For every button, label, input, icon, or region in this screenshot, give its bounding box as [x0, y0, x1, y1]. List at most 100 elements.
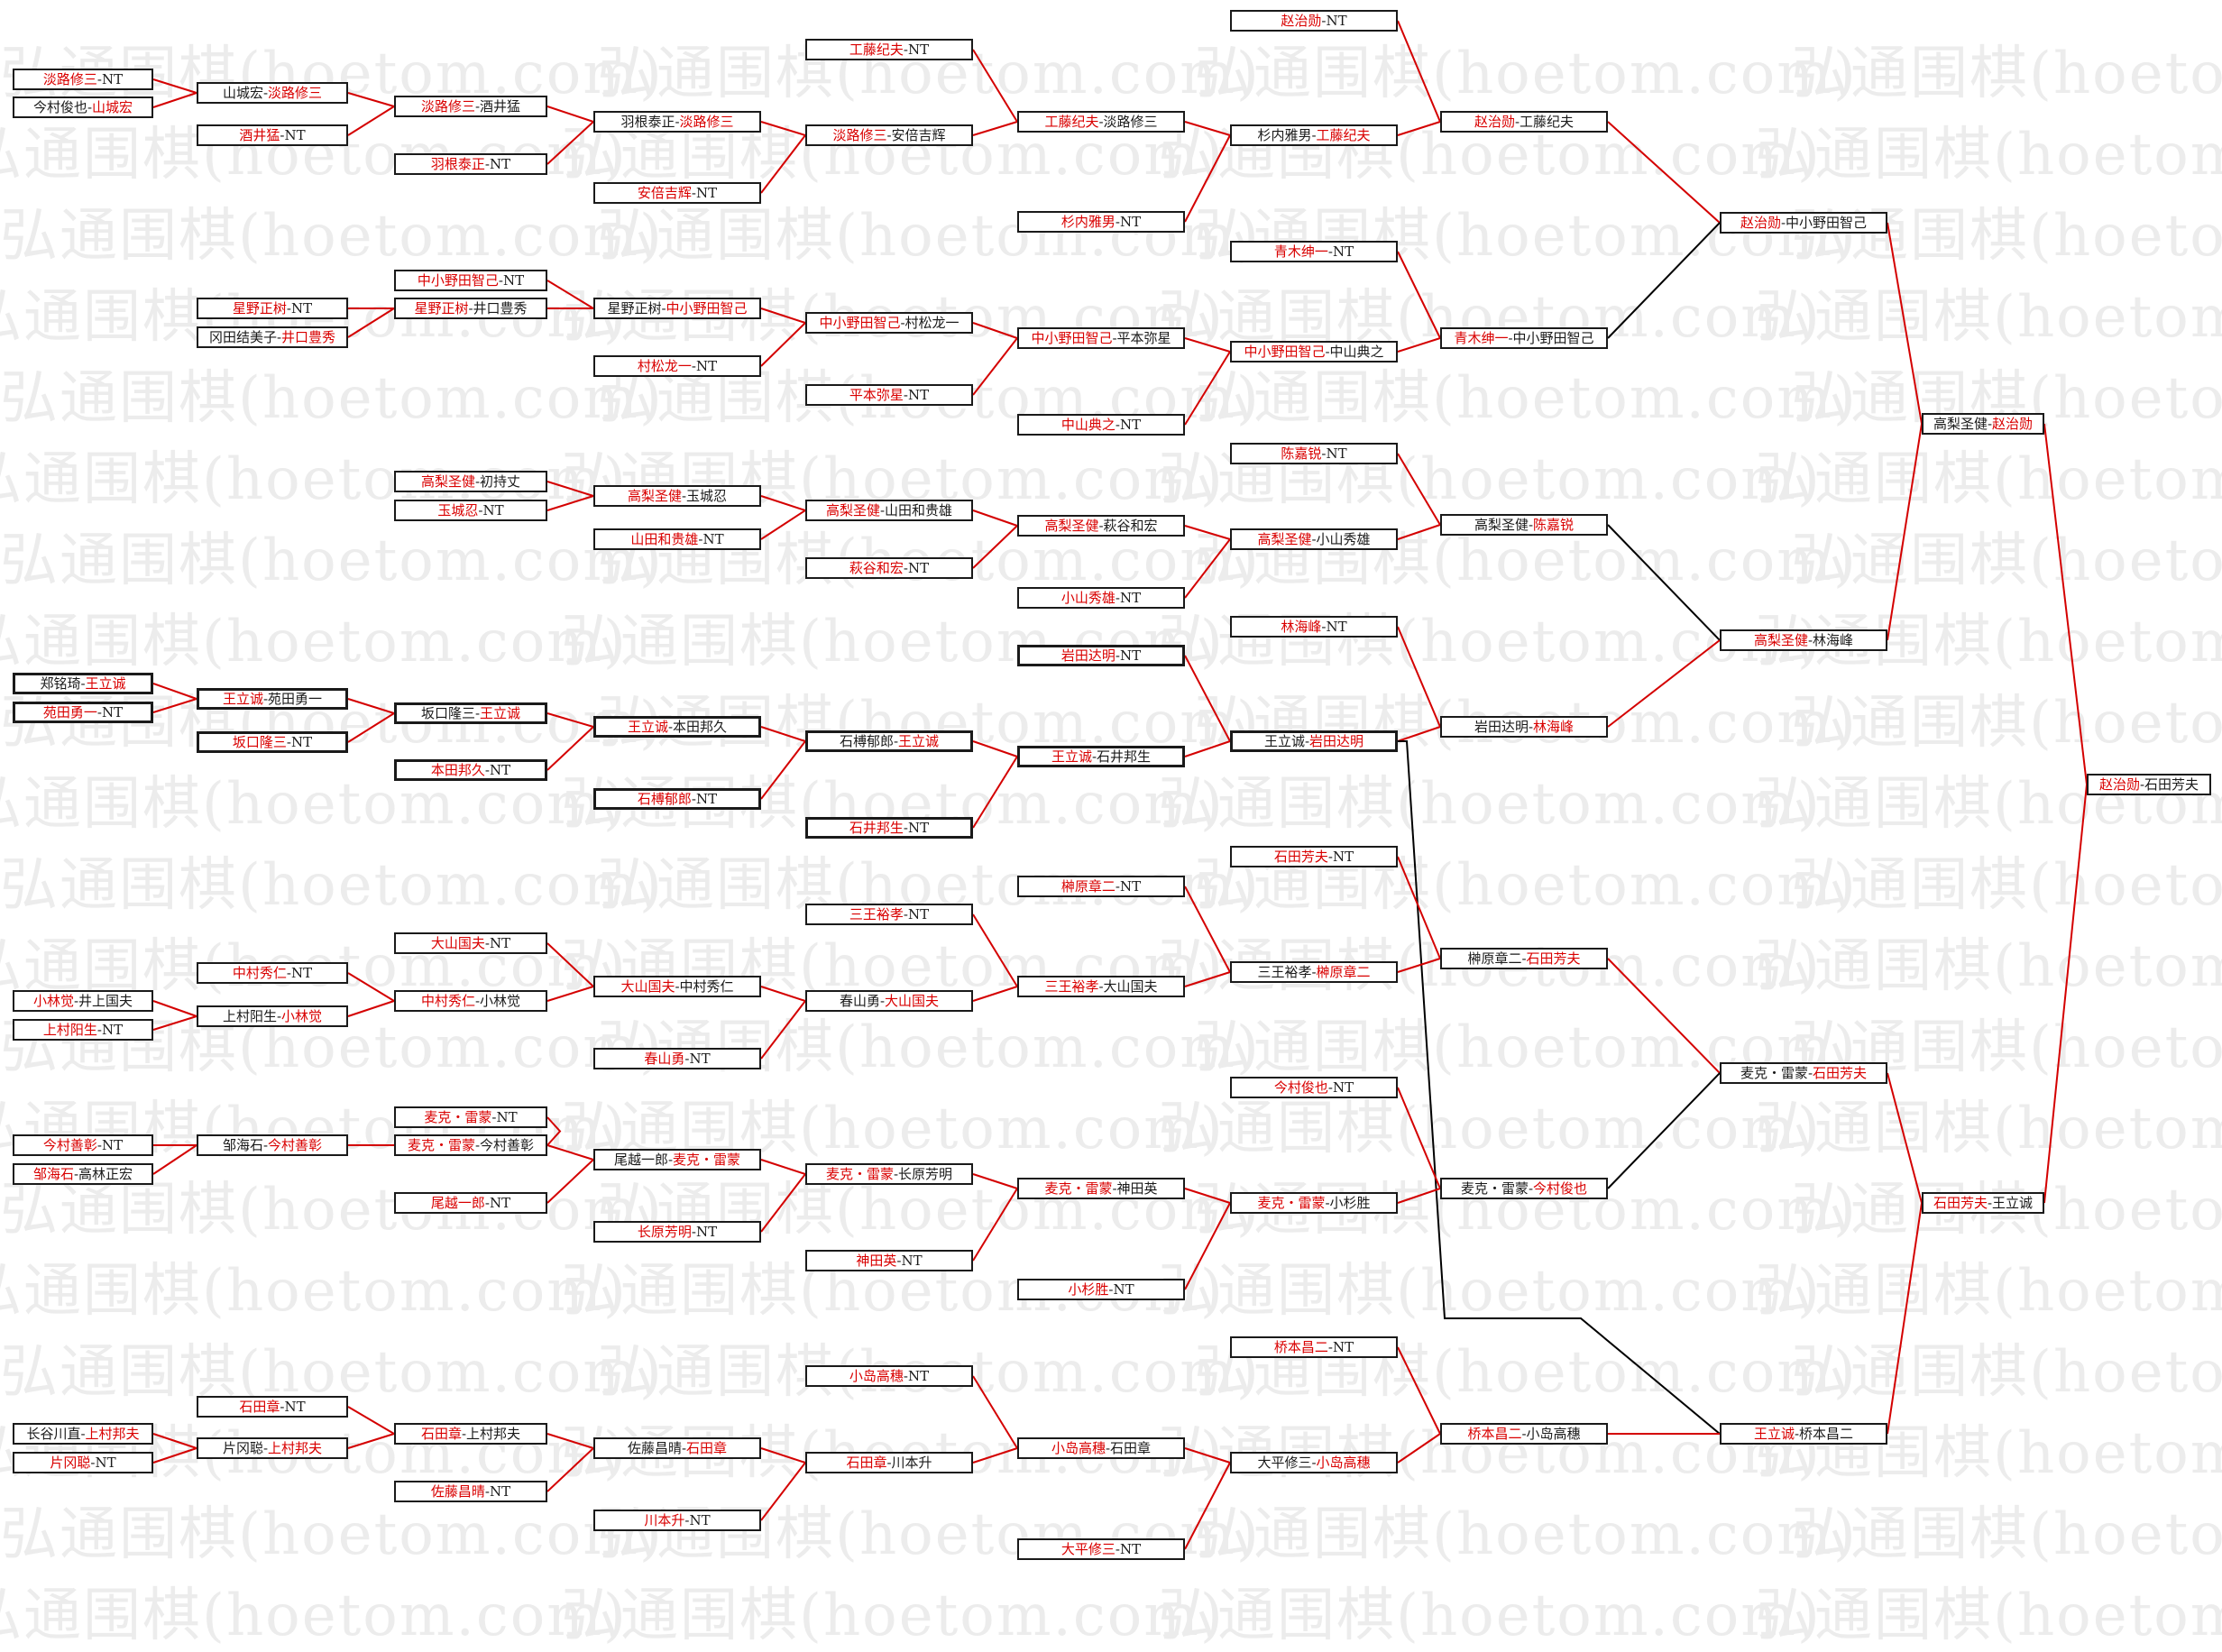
match-text: -NT	[1115, 214, 1142, 230]
winner-name: 淡路修三	[420, 98, 475, 115]
match-box: 石榑郁郎-王立诚	[805, 730, 973, 752]
match-box: 苑田勇一-NT	[13, 702, 153, 723]
winner-name: 赵治勋	[2098, 776, 2140, 793]
match-text: -NT	[484, 762, 511, 778]
winner-name: 石田章	[239, 1399, 280, 1415]
bracket-line	[347, 307, 395, 338]
bracket-line	[760, 322, 806, 367]
match-box: 王立诚-苑田勇一	[197, 688, 348, 710]
match-text: -	[1311, 127, 1317, 143]
match-box: 高梨圣健-陈嘉锐	[1440, 514, 1608, 536]
bracket-line	[972, 49, 1018, 123]
winner-name: 片冈聪	[50, 1455, 91, 1471]
winner-name: 小杉胜	[1068, 1281, 1109, 1298]
winner-name: 中小野田智己	[417, 272, 499, 289]
bracket-line	[546, 280, 594, 309]
match-text: -NT	[90, 1455, 116, 1471]
match-box: 佐藤昌晴-NT	[394, 1481, 547, 1502]
match-text: -中小野田智己	[1508, 330, 1594, 346]
bracket-line	[347, 712, 395, 743]
match-text: -平本弥星	[1112, 330, 1171, 346]
winner-name: 工藤纪夫	[849, 41, 904, 58]
winner-name: 大山国夫	[430, 935, 485, 951]
match-text: 高梨圣健	[1474, 517, 1529, 533]
match-box: 上村阳生-NT	[13, 1019, 153, 1041]
match-text: 山城宏	[222, 85, 263, 101]
bracket-line	[1184, 538, 1231, 599]
match-box: 麦克・雷蒙-长原芳明	[805, 1163, 973, 1185]
bracket-line	[152, 1433, 197, 1449]
bracket-line	[972, 1188, 1018, 1262]
match-box: 王立诚-岩田达明	[1230, 730, 1398, 752]
match-text: -NT	[1115, 417, 1142, 433]
bracket-line	[972, 1173, 1018, 1189]
winner-name: 星野正树	[232, 300, 287, 317]
winner-name: 高梨圣健	[825, 502, 880, 519]
winner-name: 林海峰	[1281, 619, 1322, 635]
match-box: 麦克・雷蒙-小杉胜	[1230, 1192, 1398, 1214]
match-text: -	[893, 733, 899, 749]
bracket-line	[1184, 134, 1231, 223]
bracket-line	[546, 1159, 594, 1204]
match-box: 石榑郁郎-NT	[593, 788, 761, 810]
match-box: 今村善彰-NT	[13, 1134, 153, 1156]
match-text: 坂口隆三	[420, 705, 475, 721]
match-box: 高梨圣健-山田和贵雄	[805, 500, 973, 521]
match-text: -NT	[1321, 13, 1347, 29]
match-text: -NT	[691, 358, 718, 374]
match-box: 王立诚-石井邦生	[1017, 746, 1185, 767]
bracket-line	[1607, 639, 1721, 728]
winner-name: 中小野田智己	[819, 315, 901, 331]
match-box: 杉内雅男-工藤纪夫	[1230, 124, 1398, 146]
match-text: -工藤纪夫	[1514, 114, 1575, 130]
winner-name: 玉城忍	[437, 502, 479, 519]
winner-name: 王立诚	[85, 675, 126, 692]
bracket-line	[2043, 423, 2088, 785]
bracket-line	[1397, 958, 1441, 973]
match-text: -玉城忍	[681, 488, 728, 504]
match-box: 小岛高穗-NT	[805, 1365, 973, 1387]
winner-name: 坂口隆三	[232, 734, 287, 750]
match-text: -	[262, 1440, 269, 1456]
match-box: 陈嘉锐-NT	[1230, 443, 1398, 464]
match-text: -NT	[1115, 1541, 1142, 1557]
match-text: 麦克・雷蒙	[1740, 1065, 1808, 1081]
winner-name: 王立诚	[627, 719, 668, 735]
match-box: 工藤纪夫-NT	[805, 39, 973, 60]
bracket-line	[152, 1447, 197, 1464]
match-box: 赵治勋-工藤纪夫	[1440, 111, 1608, 133]
bracket-line	[1887, 1072, 1923, 1204]
match-box: 赵治勋-中小野田智己	[1720, 212, 1887, 234]
winner-name: 邹海石	[32, 1166, 74, 1182]
match-box: 榊原章二-NT	[1017, 876, 1185, 897]
match-box: 岩田达明-林海峰	[1440, 716, 1608, 738]
match-box: 今村俊也-NT	[1230, 1077, 1398, 1098]
winner-name: 高梨圣健	[1044, 518, 1099, 534]
winner-name: 大山国夫	[885, 993, 940, 1009]
winner-name: 王立诚	[480, 705, 521, 721]
bracket-line	[1607, 222, 1721, 339]
winner-name: 三王裕孝	[849, 906, 904, 922]
winner-name: 村松龙一	[637, 358, 692, 374]
bracket-line	[1184, 1462, 1231, 1550]
winner-name: 平本弥星	[849, 387, 904, 403]
winner-name: 上村阳生	[42, 1022, 97, 1038]
bracket-line	[760, 726, 806, 742]
winner-name: 林海峰	[1533, 719, 1575, 735]
winner-name: 酒井猛	[239, 127, 280, 143]
match-text: -NT	[96, 704, 124, 720]
match-box: 玉城忍-NT	[394, 500, 547, 521]
bracket-line	[1607, 524, 1721, 641]
match-box: 石井邦生-NT	[805, 817, 973, 839]
match-box: 冈田结美子-井口豊秀	[197, 326, 348, 348]
winner-name: 王立诚	[222, 691, 263, 707]
match-text: -NT	[903, 560, 930, 576]
bracket-line	[972, 525, 1018, 569]
bracket-line	[1397, 1433, 1441, 1464]
winner-name: 石榑郁郎	[637, 791, 692, 807]
match-text: -	[1807, 1065, 1813, 1081]
match-text: -NT	[484, 1483, 511, 1500]
winner-name: 萩谷和宏	[849, 560, 904, 576]
winner-name: 榊原章二	[1316, 964, 1371, 980]
winner-name: 苑田勇一	[42, 704, 97, 720]
